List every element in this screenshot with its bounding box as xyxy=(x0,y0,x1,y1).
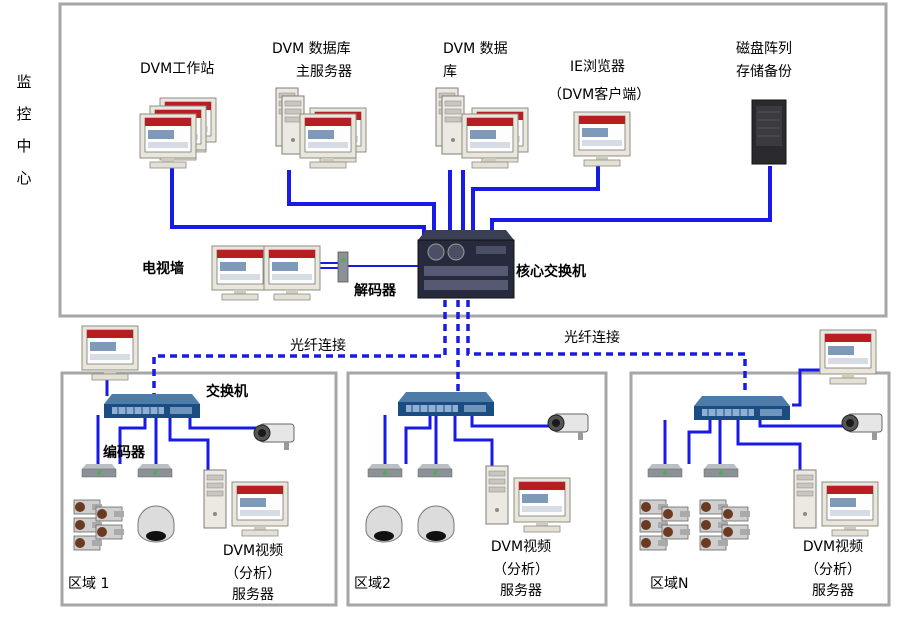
zone-2-server-label-line2: （分析） xyxy=(493,562,549,578)
fiber-left-label: 光纤连接 xyxy=(290,338,346,354)
db-backup-label-line2: 库 xyxy=(443,64,457,80)
zone-2-encoder-icon xyxy=(417,463,453,478)
zone-n-encoder-icon xyxy=(703,463,739,478)
zone-2-encoder-icon xyxy=(367,463,403,478)
workstation-label: DVM工作站 xyxy=(140,61,215,77)
zone-n-server-label-line2: （分析） xyxy=(805,562,861,578)
zone-n-server-label-line1: DVM视频 xyxy=(802,539,864,555)
zone-n-server-label-line3: 服务器 xyxy=(812,583,854,599)
zone-2-server-label-line3: 服务器 xyxy=(500,583,542,599)
zone-1-server-label-line3: 服务器 xyxy=(232,587,274,603)
zone-n-encoder-icon xyxy=(647,463,683,478)
zone-n-label: 区域N xyxy=(650,576,689,592)
side-label-char: 控 xyxy=(16,105,32,123)
zone-1-encoder-icon xyxy=(81,463,117,478)
ie-client-label-line2: （DVM客户端） xyxy=(548,87,651,103)
zone-1-switch-icon xyxy=(103,393,201,419)
db-backup-label-line1: DVM 数据 xyxy=(443,41,508,57)
db-main-label-line1: DVM 数据库 xyxy=(272,41,351,57)
zone-2-dome-camera-icon xyxy=(365,505,403,543)
disk-array-label-line2: 存储备份 xyxy=(736,64,792,80)
zone-2-dome-camera-icon xyxy=(417,505,455,543)
core-switch-icon xyxy=(417,230,515,299)
disk-array-label-line1: 磁盘阵列 xyxy=(736,41,792,57)
disk-array-icon xyxy=(751,99,787,165)
decoder-label: 解码器 xyxy=(354,283,396,299)
fiber-right-label: 光纤连接 xyxy=(564,330,620,346)
core-switch-label: 核心交换机 xyxy=(516,264,586,280)
db-main-label-line2: 主服务器 xyxy=(296,64,352,80)
side-label: 监 控 中 心 xyxy=(12,66,36,194)
zone-1-server-label-line1: DVM视频 xyxy=(222,543,284,559)
zone-1-dome-camera-icon xyxy=(137,505,175,543)
zone-2-server-label-line1: DVM视频 xyxy=(490,539,552,555)
side-label-char: 中 xyxy=(16,137,32,155)
video-wall-label: 电视墙 xyxy=(142,261,184,277)
fiber-links xyxy=(152,300,747,395)
zone-1-switch-label: 交换机 xyxy=(206,384,248,400)
zone-1-encoder-icon xyxy=(137,463,173,478)
side-label-char: 监 xyxy=(16,73,32,91)
zone-1-links xyxy=(96,380,264,470)
zone-2-links xyxy=(383,415,550,468)
zone-2-switch-icon xyxy=(397,391,495,417)
ie-client-label-line1: IE浏览器 xyxy=(570,59,625,75)
zone-1-label: 区域 1 xyxy=(68,576,110,592)
zone-n-switch-icon xyxy=(693,395,791,421)
zone-1-server-label-line2: （分析） xyxy=(225,566,281,582)
zone-2-label: 区域2 xyxy=(354,576,391,592)
decoder-icon xyxy=(337,251,349,283)
zone-n-links xyxy=(663,368,843,470)
zone-1-encoder-label: 编码器 xyxy=(103,445,145,461)
side-label-char: 心 xyxy=(16,169,32,187)
